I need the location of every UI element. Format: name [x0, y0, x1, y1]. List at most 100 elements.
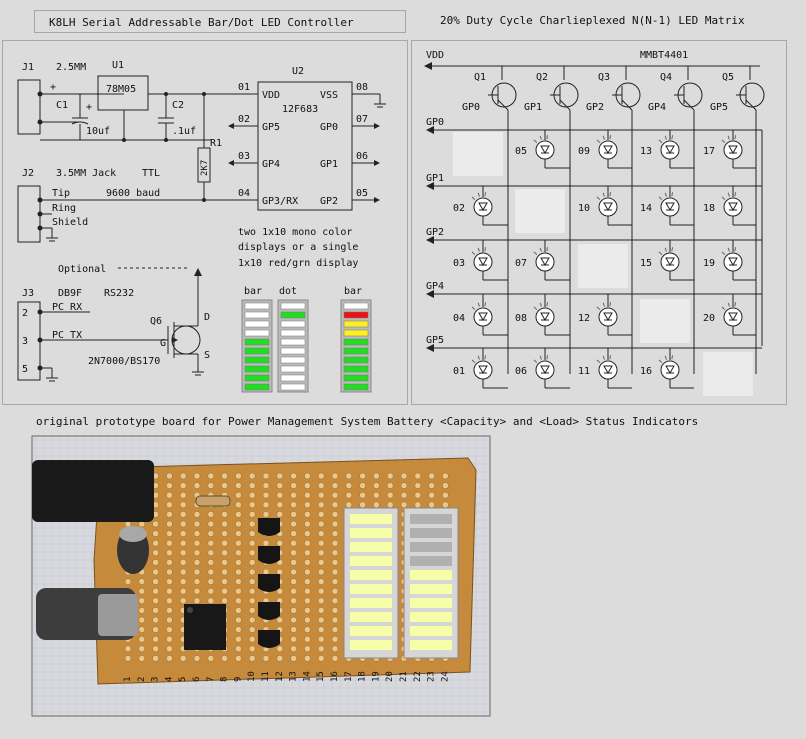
led-label: 16	[640, 366, 652, 377]
emitter-wire	[621, 99, 633, 111]
light-ray	[471, 359, 476, 363]
led-icon	[535, 360, 555, 380]
pcb-pad	[138, 655, 146, 662]
pcb-pad	[248, 539, 256, 547]
pcb-pad	[221, 587, 228, 595]
pcb-pad	[290, 587, 297, 595]
light-ray	[539, 355, 542, 360]
pin-gp1: GP1	[320, 159, 338, 170]
bar2-segment	[343, 338, 369, 346]
pcb-pad	[179, 655, 187, 662]
pcb-pad	[304, 491, 311, 499]
pcb-pad	[248, 655, 256, 662]
pcb-pad	[166, 568, 173, 576]
pcb-pad	[248, 501, 256, 509]
light-ray	[533, 306, 538, 310]
j2-label: J2	[22, 168, 34, 179]
bar2-segment	[343, 365, 369, 373]
pcb-pad	[138, 607, 146, 614]
pcb-pad	[304, 597, 311, 605]
transistor-label: Q5	[722, 72, 734, 83]
light-ray	[671, 355, 674, 360]
bar2-segment	[343, 329, 369, 337]
pcb-pad	[207, 482, 215, 489]
emitter-wire	[683, 99, 695, 111]
pcb-pad	[207, 597, 215, 605]
light-ray	[658, 139, 663, 143]
pcb-pad	[207, 578, 215, 585]
r1-label: R1	[210, 138, 222, 149]
pcb-pad	[166, 482, 173, 489]
diode-icon	[540, 365, 550, 375]
pcb-pad	[207, 568, 215, 576]
pcb-pad	[317, 491, 325, 499]
pcb-pad	[386, 482, 394, 489]
led-icon	[535, 252, 555, 272]
pcb-pad	[290, 645, 297, 653]
pcb-pad	[248, 511, 256, 518]
led-icon	[473, 197, 493, 217]
diode-icon	[728, 257, 738, 267]
led-icon	[660, 252, 680, 272]
bar1-segment	[244, 338, 270, 346]
light-ray	[671, 247, 674, 252]
pcb-pad	[317, 511, 325, 518]
pin-gp0: GP0	[320, 122, 338, 133]
light-ray	[602, 192, 605, 197]
transistors	[258, 518, 280, 648]
pcb-pad	[290, 511, 297, 518]
led-label: 03	[453, 258, 465, 269]
pcb-pad	[276, 511, 284, 518]
pcb-pad	[166, 578, 173, 585]
light-ray	[609, 355, 612, 360]
optional-label: Optional	[58, 264, 106, 275]
matrix-arrows	[424, 62, 432, 70]
light-ray	[734, 247, 737, 252]
pcb-pad	[248, 578, 256, 585]
pcb-pad	[235, 549, 242, 557]
bar2-segment	[343, 302, 369, 310]
light-ray	[734, 135, 737, 140]
diode-icon	[478, 202, 488, 212]
led-segment	[410, 570, 452, 580]
pcb-pad	[400, 491, 408, 499]
pcb-pad	[221, 559, 228, 566]
led-icon	[473, 360, 493, 380]
diode-icon	[478, 365, 488, 375]
ring-label: Ring	[52, 203, 76, 214]
pcb-pad	[276, 482, 284, 489]
pcb-pad	[166, 645, 173, 653]
pcb-pad	[207, 549, 215, 557]
pcb-pad	[331, 501, 339, 509]
pcb-pad	[138, 597, 146, 605]
led-segment	[350, 598, 392, 608]
pcb-pad	[248, 597, 256, 605]
led-label: 19	[703, 258, 715, 269]
light-ray	[727, 247, 730, 252]
pcb-pad	[235, 559, 242, 566]
pcb-pad	[290, 626, 297, 633]
pcb-pad	[262, 539, 270, 547]
led-segment	[350, 514, 392, 524]
pcb-pad	[166, 549, 173, 557]
pcb-pad	[290, 635, 297, 643]
vdd-label: VDD	[426, 50, 444, 61]
diode-icon	[665, 365, 675, 375]
note-line-2: displays or a single	[238, 242, 358, 253]
to92-transistor	[258, 602, 280, 620]
column-number: 3	[151, 677, 161, 682]
pcb-pad	[235, 626, 242, 633]
pcb-pad	[290, 530, 297, 537]
pc-rx-label: PC RX	[52, 302, 82, 313]
pinnum-08: 08	[356, 82, 368, 93]
pcb-pad	[152, 559, 159, 566]
pcb-pad	[152, 616, 159, 624]
pcb-pad	[248, 607, 256, 614]
diode-icon	[540, 257, 550, 267]
light-ray	[477, 302, 480, 307]
transistor-label: Q1	[474, 72, 486, 83]
bargraph-displays	[241, 299, 372, 393]
light-ray	[546, 247, 549, 252]
capacitor-top	[119, 526, 147, 542]
light-ray	[533, 251, 538, 255]
